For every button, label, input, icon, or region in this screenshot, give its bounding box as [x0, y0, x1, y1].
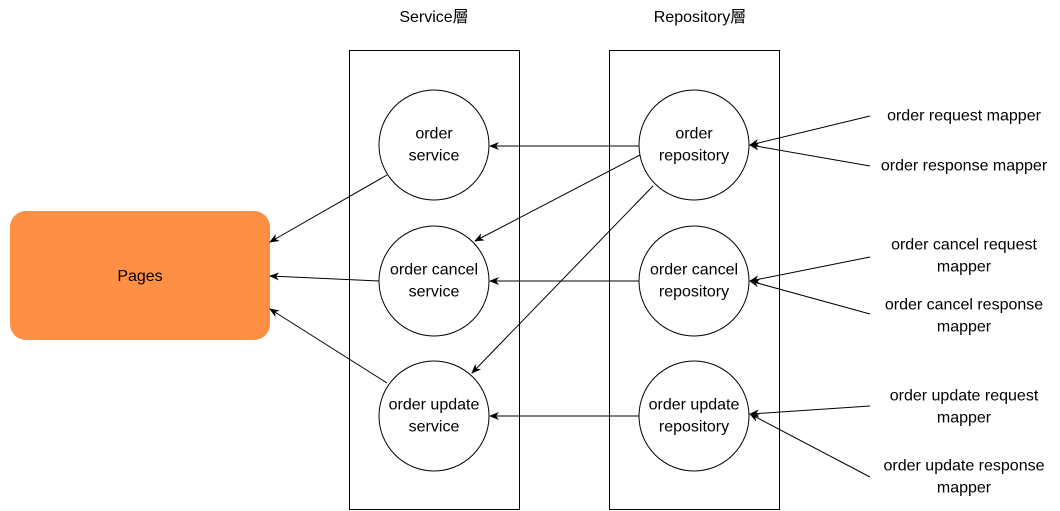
- edge-order-update-service-to-pages: [269, 308, 388, 384]
- order-repository-label-line-2: repository: [659, 148, 729, 165]
- order-update-request-mapper-label-line-2: mapper: [937, 410, 992, 427]
- order-update-response-mapper-node: order update response mapper: [884, 458, 1045, 497]
- order-request-mapper-node: order request mapper: [887, 108, 1042, 125]
- pages-block: [10, 211, 270, 340]
- edge-order-request-mapper-to-order-repository: [749, 115, 871, 147]
- repository-layer-box: [609, 50, 780, 510]
- order-response-mapper-node: order response mapper: [881, 158, 1048, 175]
- order-cancel-service-label-line-2: service: [409, 284, 460, 301]
- edge-order-update-response-mapper-to-order-update-repository: [749, 413, 871, 478]
- order-update-repository-circle: [638, 360, 750, 472]
- order-repository-node: order repository: [638, 89, 750, 201]
- order-cancel-response-mapper-label-line-2: mapper: [937, 319, 992, 336]
- order-service-label-line-1: order: [415, 126, 453, 143]
- order-cancel-repository-node: order cancel repository: [638, 225, 750, 337]
- order-service-node: order service: [378, 89, 490, 201]
- edge-order-repository-to-order-cancel-service: [474, 154, 641, 242]
- order-cancel-repository-label-line-2: repository: [659, 284, 729, 301]
- order-update-repository-label-line-2: repository: [659, 419, 729, 436]
- order-response-mapper-label-line-1: order response mapper: [881, 158, 1048, 175]
- order-update-request-mapper-label-line-1: order update request: [890, 388, 1039, 405]
- order-update-service-node: order update service: [378, 360, 490, 472]
- repository-layer-title: Repository層: [654, 9, 746, 26]
- edge-order-service-to-pages: [269, 174, 388, 243]
- edge-order-update-request-mapper-to-order-update-repository: [749, 405, 871, 418]
- order-cancel-service-node: order cancel service: [378, 225, 490, 337]
- order-cancel-repository-label-line-1: order cancel: [650, 262, 738, 279]
- order-update-repository-label-line-1: order update: [649, 397, 740, 414]
- order-service-label-line-2: service: [409, 148, 460, 165]
- order-cancel-request-mapper-node: order cancel request mapper: [891, 237, 1037, 276]
- order-update-repository-node: order update repository: [638, 360, 750, 472]
- edge-order-cancel-response-mapper-to-order-cancel-repository: [749, 279, 871, 315]
- order-update-service-circle: [378, 360, 490, 472]
- order-service-circle: [378, 89, 490, 201]
- order-cancel-request-mapper-label-line-2: mapper: [937, 259, 992, 276]
- edges: [269, 115, 871, 478]
- order-cancel-request-mapper-label-line-1: order cancel request: [891, 237, 1037, 254]
- order-update-response-mapper-label-line-1: order update response: [884, 458, 1045, 475]
- order-update-request-mapper-node: order update request mapper: [890, 388, 1039, 427]
- edge-order-response-mapper-to-order-repository: [749, 142, 871, 167]
- order-update-service-label-line-2: service: [409, 419, 460, 436]
- edge-order-cancel-request-mapper-to-order-cancel-repository: [749, 256, 871, 284]
- order-update-service-label-line-1: order update: [389, 397, 480, 414]
- edge-order-cancel-service-to-pages: [269, 272, 380, 282]
- order-cancel-service-circle: [378, 225, 490, 337]
- order-cancel-response-mapper-node: order cancel response mapper: [885, 297, 1043, 336]
- order-cancel-response-mapper-label-line-1: order cancel response: [885, 297, 1043, 314]
- pages-label: Pages: [117, 268, 162, 285]
- order-repository-label-line-1: order: [675, 126, 713, 143]
- order-repository-circle: [638, 89, 750, 201]
- order-cancel-repository-circle: [638, 225, 750, 337]
- order-request-mapper-label-line-1: order request mapper: [887, 108, 1042, 125]
- order-update-response-mapper-label-line-2: mapper: [937, 480, 992, 497]
- edge-order-repository-to-order-update-service: [471, 185, 654, 374]
- service-layer-title: Service層: [399, 9, 468, 26]
- order-cancel-service-label-line-1: order cancel: [390, 262, 478, 279]
